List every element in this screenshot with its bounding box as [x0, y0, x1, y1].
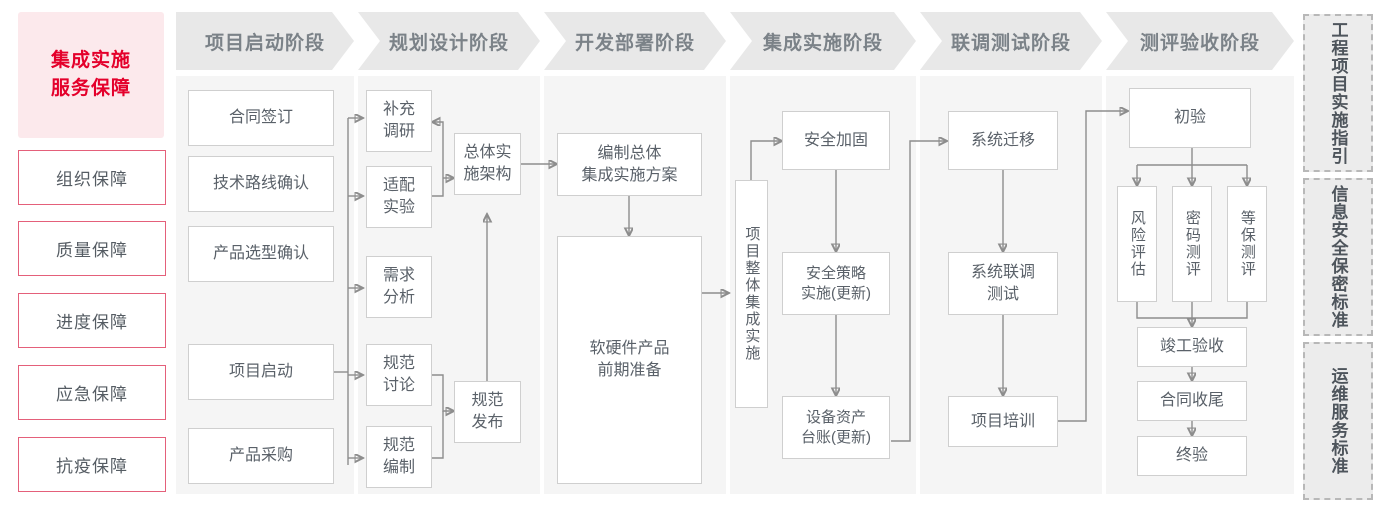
node-project-training[interactable]: 项目培训: [948, 396, 1058, 447]
node-spec-release-line2: 发布: [471, 414, 504, 431]
node-draft-integration-plan[interactable]: 编制总体 集成实施方案: [557, 133, 702, 196]
node-system-joint-test-line2: 测试: [986, 285, 1019, 303]
node-spec-drafting-line2: 编制: [382, 459, 415, 476]
standard-label-engineering-guideline: 工程项目实施指引: [1328, 21, 1348, 165]
guarantee-item-emergency[interactable]: 应急保障: [18, 365, 166, 420]
node-asset-ledger-update-line1: 设备资产: [805, 408, 866, 426]
node-crypto-evaluation[interactable]: 密码测评: [1172, 186, 1212, 302]
node-spec-drafting[interactable]: 规范 编制: [366, 426, 432, 488]
node-hw-sw-preparation-line2: 前期准备: [597, 362, 662, 379]
guarantee-item-schedule[interactable]: 进度保障: [18, 293, 166, 348]
node-preliminary-acceptance[interactable]: 初验: [1129, 88, 1251, 148]
node-overall-architecture[interactable]: 总体实 施架构: [454, 133, 521, 195]
node-adaptation-experiment-line1: 适配: [382, 177, 415, 194]
guarantee-item-quality[interactable]: 质量保障: [18, 221, 166, 276]
node-draft-integration-plan-line2: 集成实施方案: [581, 166, 678, 184]
standard-box-engineering-guideline[interactable]: 工程项目实施指引: [1303, 14, 1373, 172]
node-overall-integration-implementation[interactable]: 项目整体集成实施: [735, 180, 768, 408]
phase-header-3[interactable]: 开发部署阶段: [544, 12, 726, 70]
standard-label-infosec-confidentiality: 信息安全保密标准: [1328, 185, 1348, 329]
node-system-migration[interactable]: 系统迁移: [948, 111, 1058, 170]
node-risk-assessment[interactable]: 风险评估: [1117, 186, 1157, 302]
guarantee-title-line1: 集成实施: [50, 50, 131, 71]
node-security-policy-update-line1: 安全策略: [805, 264, 866, 282]
node-asset-ledger-update[interactable]: 设备资产 台账(更新): [782, 396, 890, 459]
node-system-joint-test[interactable]: 系统联调 测试: [948, 252, 1058, 315]
node-spec-drafting-line1: 规范: [382, 437, 415, 454]
guarantee-title: 集成实施 服务保障: [18, 12, 164, 138]
node-hw-sw-preparation-line1: 软硬件产品: [589, 340, 670, 357]
guarantee-item-epidemic[interactable]: 抗疫保障: [18, 437, 166, 492]
phase-header-1[interactable]: 项目启动阶段: [176, 12, 354, 70]
node-final-acceptance[interactable]: 终验: [1137, 436, 1247, 476]
node-security-policy-update[interactable]: 安全策略 实施(更新): [782, 252, 890, 315]
node-product-purchase[interactable]: 产品采购: [188, 428, 334, 484]
guarantee-title-line2: 服务保障: [50, 78, 131, 99]
guarantee-item-organization[interactable]: 组织保障: [18, 150, 166, 205]
node-supplementary-research-line2: 调研: [382, 123, 415, 140]
node-security-policy-update-line2: 实施(更新): [801, 284, 871, 302]
node-mlps-evaluation[interactable]: 等保测评: [1227, 186, 1267, 302]
node-system-joint-test-line1: 系统联调: [970, 263, 1035, 281]
node-requirement-analysis[interactable]: 需求 分析: [366, 256, 432, 318]
node-security-hardening[interactable]: 安全加固: [782, 111, 890, 170]
node-spec-discussion-line2: 讨论: [382, 377, 415, 394]
node-contract-closeout[interactable]: 合同收尾: [1137, 381, 1247, 421]
node-spec-release[interactable]: 规范 发布: [454, 381, 521, 443]
node-project-kickoff[interactable]: 项目启动: [188, 344, 334, 400]
node-overall-architecture-line2: 施架构: [463, 166, 512, 183]
node-completion-acceptance[interactable]: 竣工验收: [1137, 327, 1247, 367]
node-overall-architecture-line1: 总体实: [463, 144, 512, 161]
phase-header-6[interactable]: 测评验收阶段: [1106, 12, 1294, 70]
node-contract-signing[interactable]: 合同签订: [188, 90, 334, 146]
phase-header-4[interactable]: 集成实施阶段: [730, 12, 916, 70]
node-supplementary-research-line1: 补充: [382, 101, 415, 118]
node-draft-integration-plan-line1: 编制总体: [597, 144, 662, 162]
node-hw-sw-preparation[interactable]: 软硬件产品 前期准备: [557, 236, 702, 484]
node-product-selection[interactable]: 产品选型确认: [188, 226, 334, 282]
node-supplementary-research[interactable]: 补充 调研: [366, 90, 432, 152]
phase-header-2[interactable]: 规划设计阶段: [358, 12, 540, 70]
standard-box-infosec-confidentiality[interactable]: 信息安全保密标准: [1303, 178, 1373, 336]
standard-label-ops-service: 运维服务标准: [1328, 367, 1348, 475]
node-spec-discussion[interactable]: 规范 讨论: [366, 344, 432, 406]
guarantee-column: 集成实施 服务保障 组织保障 质量保障 进度保障 应急保障 抗疫保障: [18, 12, 166, 502]
node-requirement-analysis-line2: 分析: [382, 289, 415, 306]
node-spec-discussion-line1: 规范: [382, 355, 415, 372]
phase-header-5[interactable]: 联调测试阶段: [920, 12, 1102, 70]
node-adaptation-experiment[interactable]: 适配 实验: [366, 166, 432, 228]
node-requirement-analysis-line1: 需求: [382, 267, 415, 284]
node-spec-release-line1: 规范: [471, 392, 504, 409]
node-tech-route-confirm[interactable]: 技术路线确认: [188, 156, 334, 212]
node-adaptation-experiment-line2: 实验: [382, 199, 415, 216]
standard-box-ops-service[interactable]: 运维服务标准: [1303, 342, 1373, 500]
node-asset-ledger-update-line2: 台账(更新): [801, 428, 871, 446]
